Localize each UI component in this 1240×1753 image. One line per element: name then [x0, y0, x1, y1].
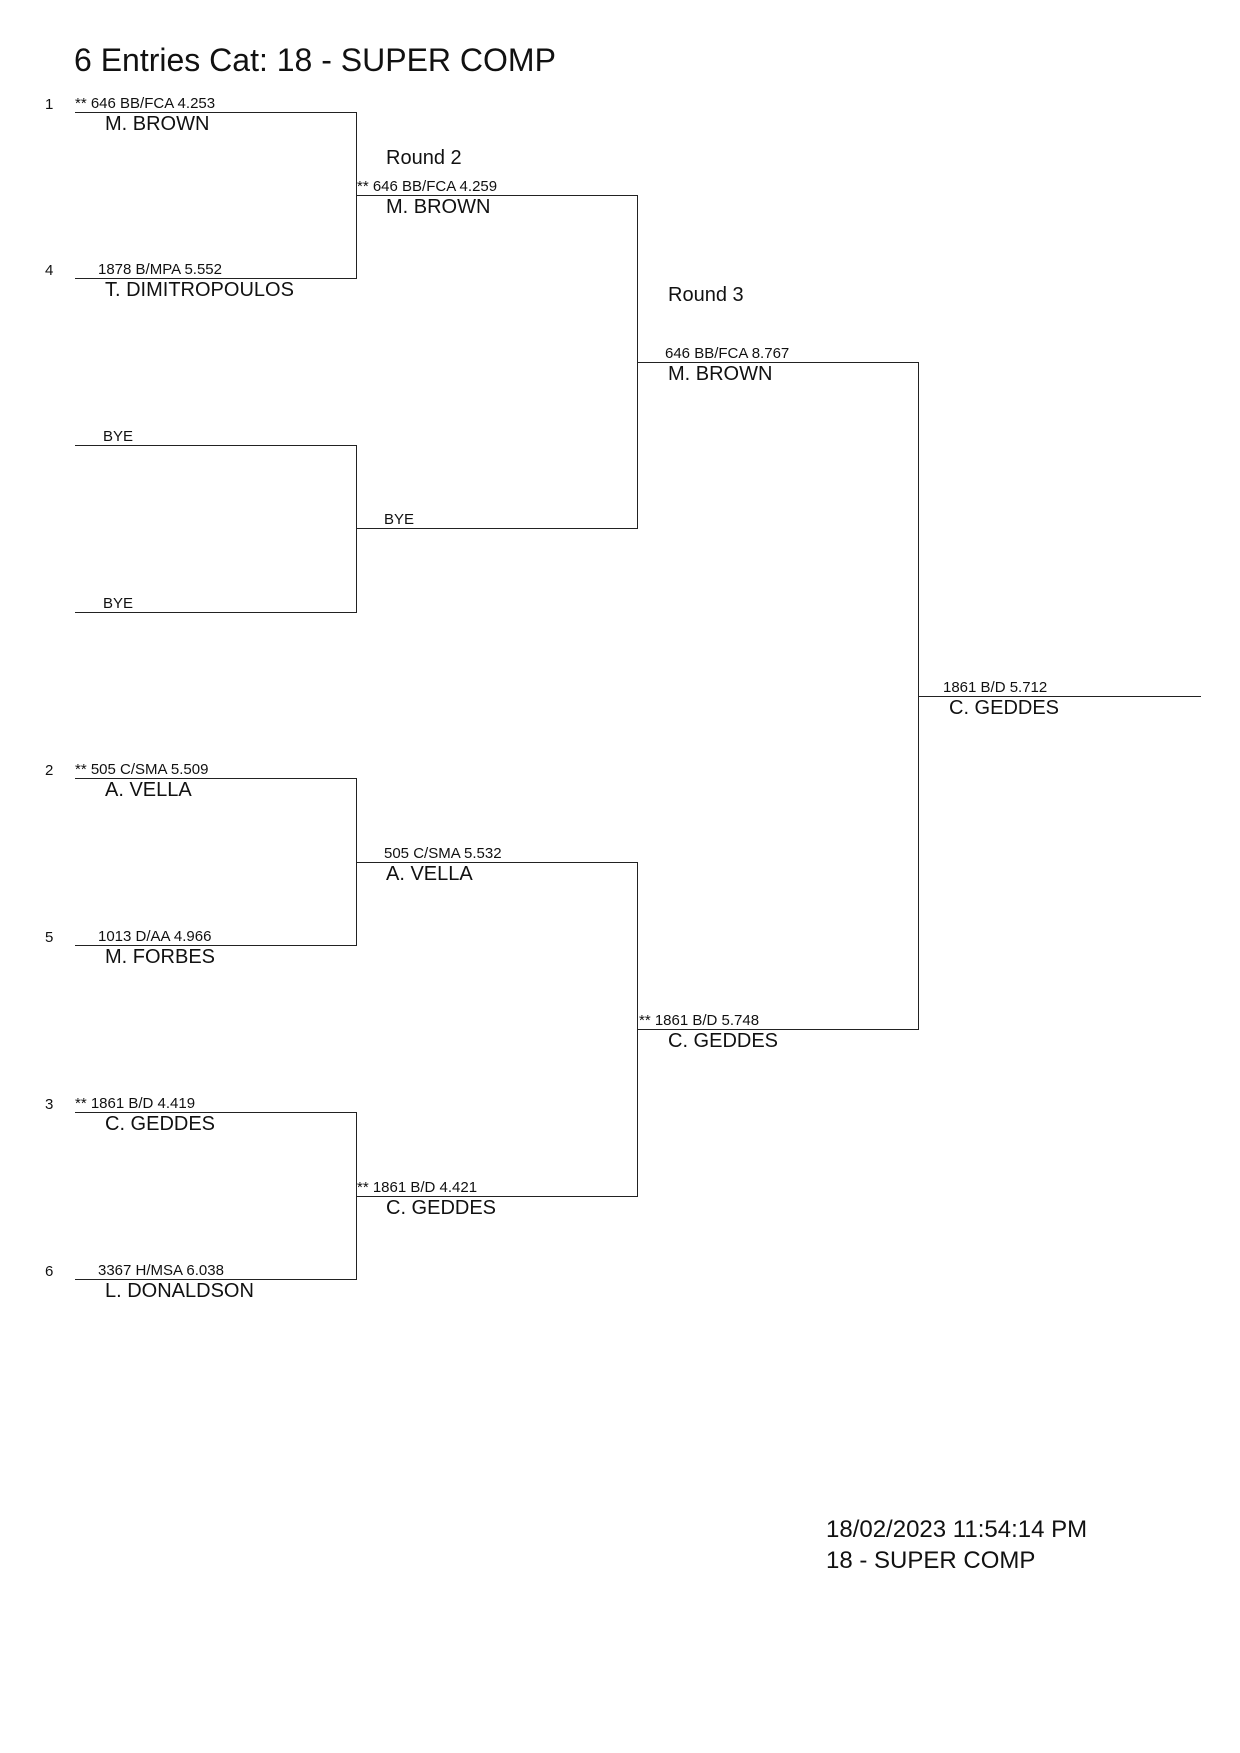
- seed-number: 1: [45, 96, 54, 113]
- racer-name: A. VELLA: [105, 779, 192, 801]
- seed-number: 2: [45, 762, 54, 779]
- bracket-line: [356, 528, 638, 529]
- entry-meta: 1013 D/AA 4.966: [98, 928, 212, 945]
- entry-meta: 505 C/SMA 5.532: [384, 845, 502, 862]
- entry-meta: ** 505 C/SMA 5.509: [75, 761, 209, 778]
- seed-number: 4: [45, 262, 54, 279]
- entry-meta: ** 1861 B/D 4.419: [75, 1095, 196, 1112]
- entry-meta: 1878 B/MPA 5.552: [98, 261, 222, 278]
- bracket-line: [356, 1196, 638, 1197]
- bracket-line: [75, 778, 357, 779]
- bracket-line: [637, 362, 919, 363]
- bracket-line: [75, 945, 357, 946]
- racer-name: M. BROWN: [668, 363, 773, 385]
- entry-meta: ** 646 BB/FCA 4.253: [75, 95, 216, 112]
- bracket-line: [75, 1279, 357, 1280]
- racer-name: C. GEDDES: [105, 1113, 216, 1135]
- bracket-line: [637, 1029, 919, 1030]
- seed-number: 6: [45, 1263, 54, 1280]
- entry-meta: ** 1861 B/D 4.421: [357, 1179, 478, 1196]
- entry-meta: ** 646 BB/FCA 4.259: [357, 178, 498, 195]
- round-2-label: Round 2: [386, 147, 462, 169]
- bracket-line: [918, 696, 1201, 697]
- racer-name: M. FORBES: [105, 946, 216, 968]
- entry-meta: 646 BB/FCA 8.767: [665, 345, 790, 362]
- seed-number: 3: [45, 1096, 54, 1113]
- page-title: 6 Entries Cat: 18 - SUPER COMP: [74, 42, 556, 78]
- racer-name: C. GEDDES: [386, 1197, 497, 1219]
- racer-name: M. BROWN: [105, 113, 210, 135]
- bracket-line: [356, 195, 638, 196]
- bracket-line: [75, 612, 357, 613]
- racer-name: C. GEDDES: [668, 1030, 779, 1052]
- print-timestamp: 18/02/2023 11:54:14 PM: [826, 1516, 1088, 1543]
- bracket-connector: [356, 778, 357, 945]
- entry-meta: ** 1861 B/D 5.748: [639, 1012, 760, 1029]
- winner-meta: 1861 B/D 5.712: [943, 679, 1048, 696]
- bye-label: BYE: [384, 511, 415, 528]
- entry-meta: 3367 H/MSA 6.038: [98, 1262, 224, 1279]
- winner-name: C. GEDDES: [949, 697, 1060, 719]
- bracket-line: [75, 1112, 357, 1113]
- bracket-connector: [637, 195, 638, 528]
- racer-name: A. VELLA: [386, 863, 473, 885]
- bracket-connector: [918, 362, 919, 1029]
- racer-name: M. BROWN: [386, 196, 491, 218]
- bracket-connector: [356, 1112, 357, 1279]
- racer-name: T. DIMITROPOULOS: [105, 279, 294, 301]
- bye-label: BYE: [103, 428, 134, 445]
- racer-name: L. DONALDSON: [105, 1280, 254, 1302]
- round-3-label: Round 3: [668, 284, 744, 306]
- bracket-line: [75, 278, 357, 279]
- seed-number: 5: [45, 929, 54, 946]
- bracket-line: [75, 112, 357, 113]
- bye-label: BYE: [103, 595, 134, 612]
- bracket-line: [75, 445, 357, 446]
- footer-category: 18 - SUPER COMP: [826, 1547, 1036, 1574]
- bracket-line: [356, 862, 638, 863]
